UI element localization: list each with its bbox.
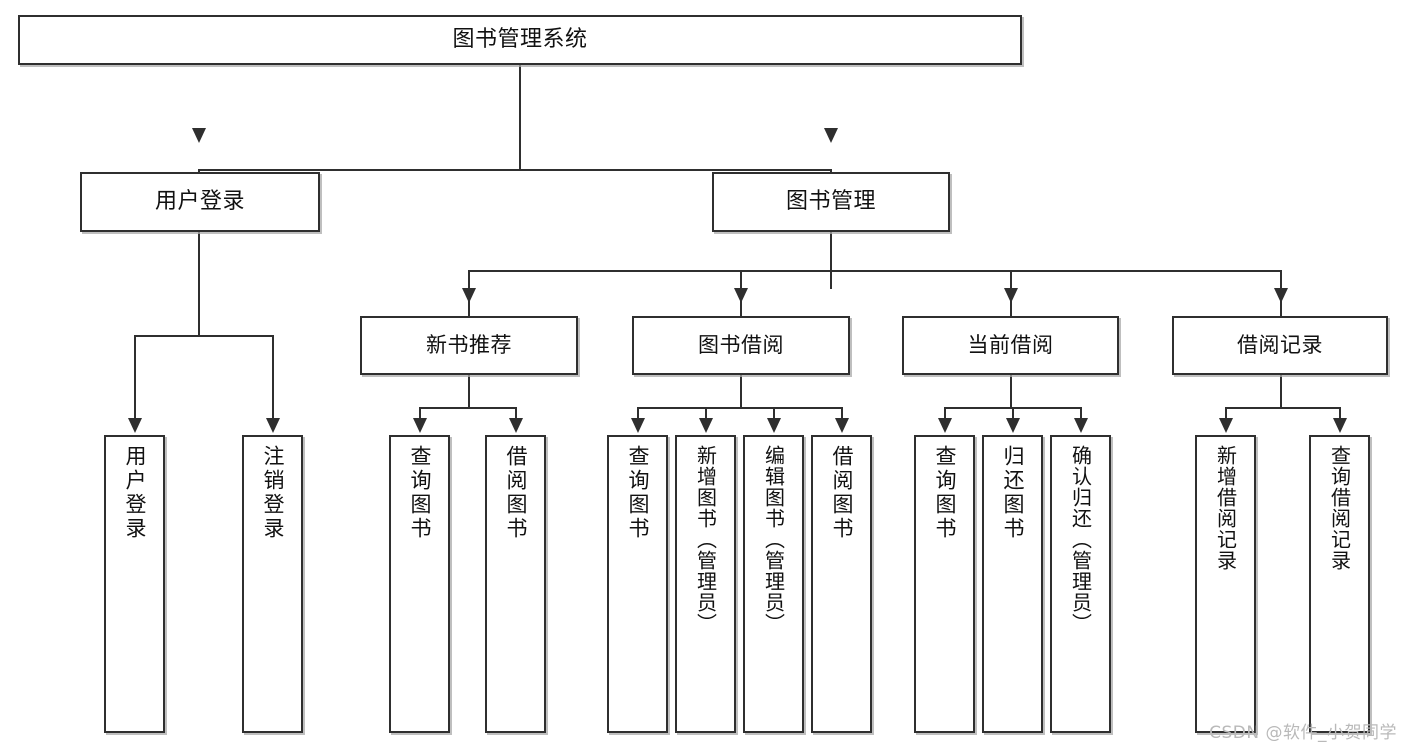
arrowhead-br-leaf-1 bbox=[1219, 418, 1233, 433]
edge-user-login-l2 bbox=[272, 335, 274, 421]
edge-cb-l1 bbox=[944, 407, 946, 421]
node-current-borrow[interactable]: 当前借阅 bbox=[902, 316, 1119, 375]
node-label: 用户登录 bbox=[122, 445, 147, 541]
arrowhead-bb-leaf-4 bbox=[835, 418, 849, 433]
edge-user-login-l1 bbox=[134, 335, 136, 421]
node-label: 借阅图书 bbox=[503, 445, 528, 541]
node-label: 注销登录 bbox=[260, 445, 285, 541]
node-label: 当前借阅 bbox=[967, 332, 1054, 357]
arrowhead-nbr-leaf-1 bbox=[413, 418, 427, 433]
leaf-cb-return-book[interactable]: 归还图书 bbox=[982, 435, 1043, 733]
node-label: 确认归还（管理员） bbox=[1068, 445, 1093, 634]
node-label: 归还图书 bbox=[1000, 445, 1025, 541]
edge-br-stem bbox=[1280, 375, 1282, 409]
node-label: 查询图书 bbox=[625, 445, 650, 541]
edge-book-manage-stem bbox=[830, 232, 832, 272]
leaf-logout[interactable]: 注销登录 bbox=[242, 435, 303, 733]
node-label: 查询借阅记录 bbox=[1327, 445, 1352, 571]
leaf-cb-confirm-return-admin[interactable]: 确认归还（管理员） bbox=[1050, 435, 1111, 733]
arrowhead-current-borrow bbox=[1004, 288, 1018, 303]
leaf-cb-query-book[interactable]: 查询图书 bbox=[914, 435, 975, 733]
edge-cb-l2 bbox=[1012, 407, 1014, 421]
edge-bb-bus bbox=[637, 407, 841, 409]
arrowhead-nbr-leaf-2 bbox=[509, 418, 523, 433]
arrowhead-bb-leaf-3 bbox=[767, 418, 781, 433]
leaf-user-login[interactable]: 用户登录 bbox=[104, 435, 165, 733]
leaf-br-add-record[interactable]: 新增借阅记录 bbox=[1195, 435, 1256, 733]
edge-br-l1 bbox=[1225, 407, 1227, 421]
node-label: 新增借阅记录 bbox=[1213, 445, 1238, 571]
edge-bb-l3 bbox=[773, 407, 775, 421]
arrowhead-borrow-record bbox=[1274, 288, 1288, 303]
arrowhead-user-login bbox=[192, 128, 206, 143]
leaf-bb-edit-book-admin[interactable]: 编辑图书（管理员） bbox=[743, 435, 804, 733]
node-root-system[interactable]: 图书管理系统 bbox=[18, 15, 1022, 65]
node-label: 用户登录 bbox=[154, 188, 245, 214]
edge-nbr-bus bbox=[419, 407, 517, 409]
arrowhead-cb-leaf-3 bbox=[1074, 418, 1088, 433]
edge-bb-stem bbox=[740, 375, 742, 409]
edge-br-bus bbox=[1225, 407, 1341, 409]
node-label: 查询图书 bbox=[407, 445, 432, 541]
arrowhead-new-book-recommend bbox=[462, 288, 476, 303]
node-book-borrow[interactable]: 图书借阅 bbox=[632, 316, 850, 375]
node-label: 新增图书（管理员） bbox=[693, 445, 718, 634]
edge-book-manage-bus bbox=[468, 270, 1282, 272]
edge-bb-l2 bbox=[705, 407, 707, 421]
node-borrow-record[interactable]: 借阅记录 bbox=[1172, 316, 1388, 375]
node-label: 图书管理系统 bbox=[452, 26, 588, 52]
edge-root-bus bbox=[198, 169, 832, 171]
node-label: 编辑图书（管理员） bbox=[761, 445, 786, 634]
arrowhead-bb-leaf-1 bbox=[631, 418, 645, 433]
edge-nbr-l1 bbox=[419, 407, 421, 421]
arrowhead-bb-leaf-2 bbox=[699, 418, 713, 433]
arrowhead-br-leaf-2 bbox=[1333, 418, 1347, 433]
edge-cb-l3 bbox=[1080, 407, 1082, 421]
node-label: 图书管理 bbox=[785, 188, 876, 214]
node-label: 借阅记录 bbox=[1237, 332, 1323, 357]
arrowhead-leaf-logout bbox=[266, 418, 280, 433]
leaf-nbr-borrow-book[interactable]: 借阅图书 bbox=[485, 435, 546, 733]
arrowhead-book-manage bbox=[824, 128, 838, 143]
arrowhead-cb-leaf-2 bbox=[1006, 418, 1020, 433]
edge-bb-l4 bbox=[841, 407, 843, 421]
leaf-bb-borrow-book[interactable]: 借阅图书 bbox=[811, 435, 872, 733]
leaf-nbr-query-book[interactable]: 查询图书 bbox=[389, 435, 450, 733]
edge-user-login-stem bbox=[198, 232, 200, 336]
edge-user-login-bus bbox=[134, 335, 272, 337]
edge-nbr-l2 bbox=[515, 407, 517, 421]
leaf-br-query-record[interactable]: 查询借阅记录 bbox=[1309, 435, 1370, 733]
node-book-management[interactable]: 图书管理 bbox=[712, 172, 950, 232]
node-user-login[interactable]: 用户登录 bbox=[80, 172, 320, 232]
arrowhead-cb-leaf-1 bbox=[938, 418, 952, 433]
node-label: 图书借阅 bbox=[698, 332, 784, 357]
edge-root-stem bbox=[519, 65, 521, 170]
edge-cb-stem bbox=[1010, 375, 1012, 409]
leaf-bb-add-book-admin[interactable]: 新增图书（管理员） bbox=[675, 435, 736, 733]
arrowhead-book-borrow bbox=[734, 288, 748, 303]
edge-nbr-stem bbox=[468, 375, 470, 409]
node-label: 查询图书 bbox=[932, 445, 957, 541]
node-label: 新书推荐 bbox=[426, 332, 512, 357]
edge-br-l2 bbox=[1339, 407, 1341, 421]
csdn-watermark: CSDN @软件_小贺同学 bbox=[1209, 723, 1397, 743]
arrowhead-leaf-user-login bbox=[128, 418, 142, 433]
node-label: 借阅图书 bbox=[829, 445, 854, 541]
edge-bb-l1 bbox=[637, 407, 639, 421]
node-new-book-recommend[interactable]: 新书推荐 bbox=[360, 316, 578, 375]
leaf-bb-query-book[interactable]: 查询图书 bbox=[607, 435, 668, 733]
